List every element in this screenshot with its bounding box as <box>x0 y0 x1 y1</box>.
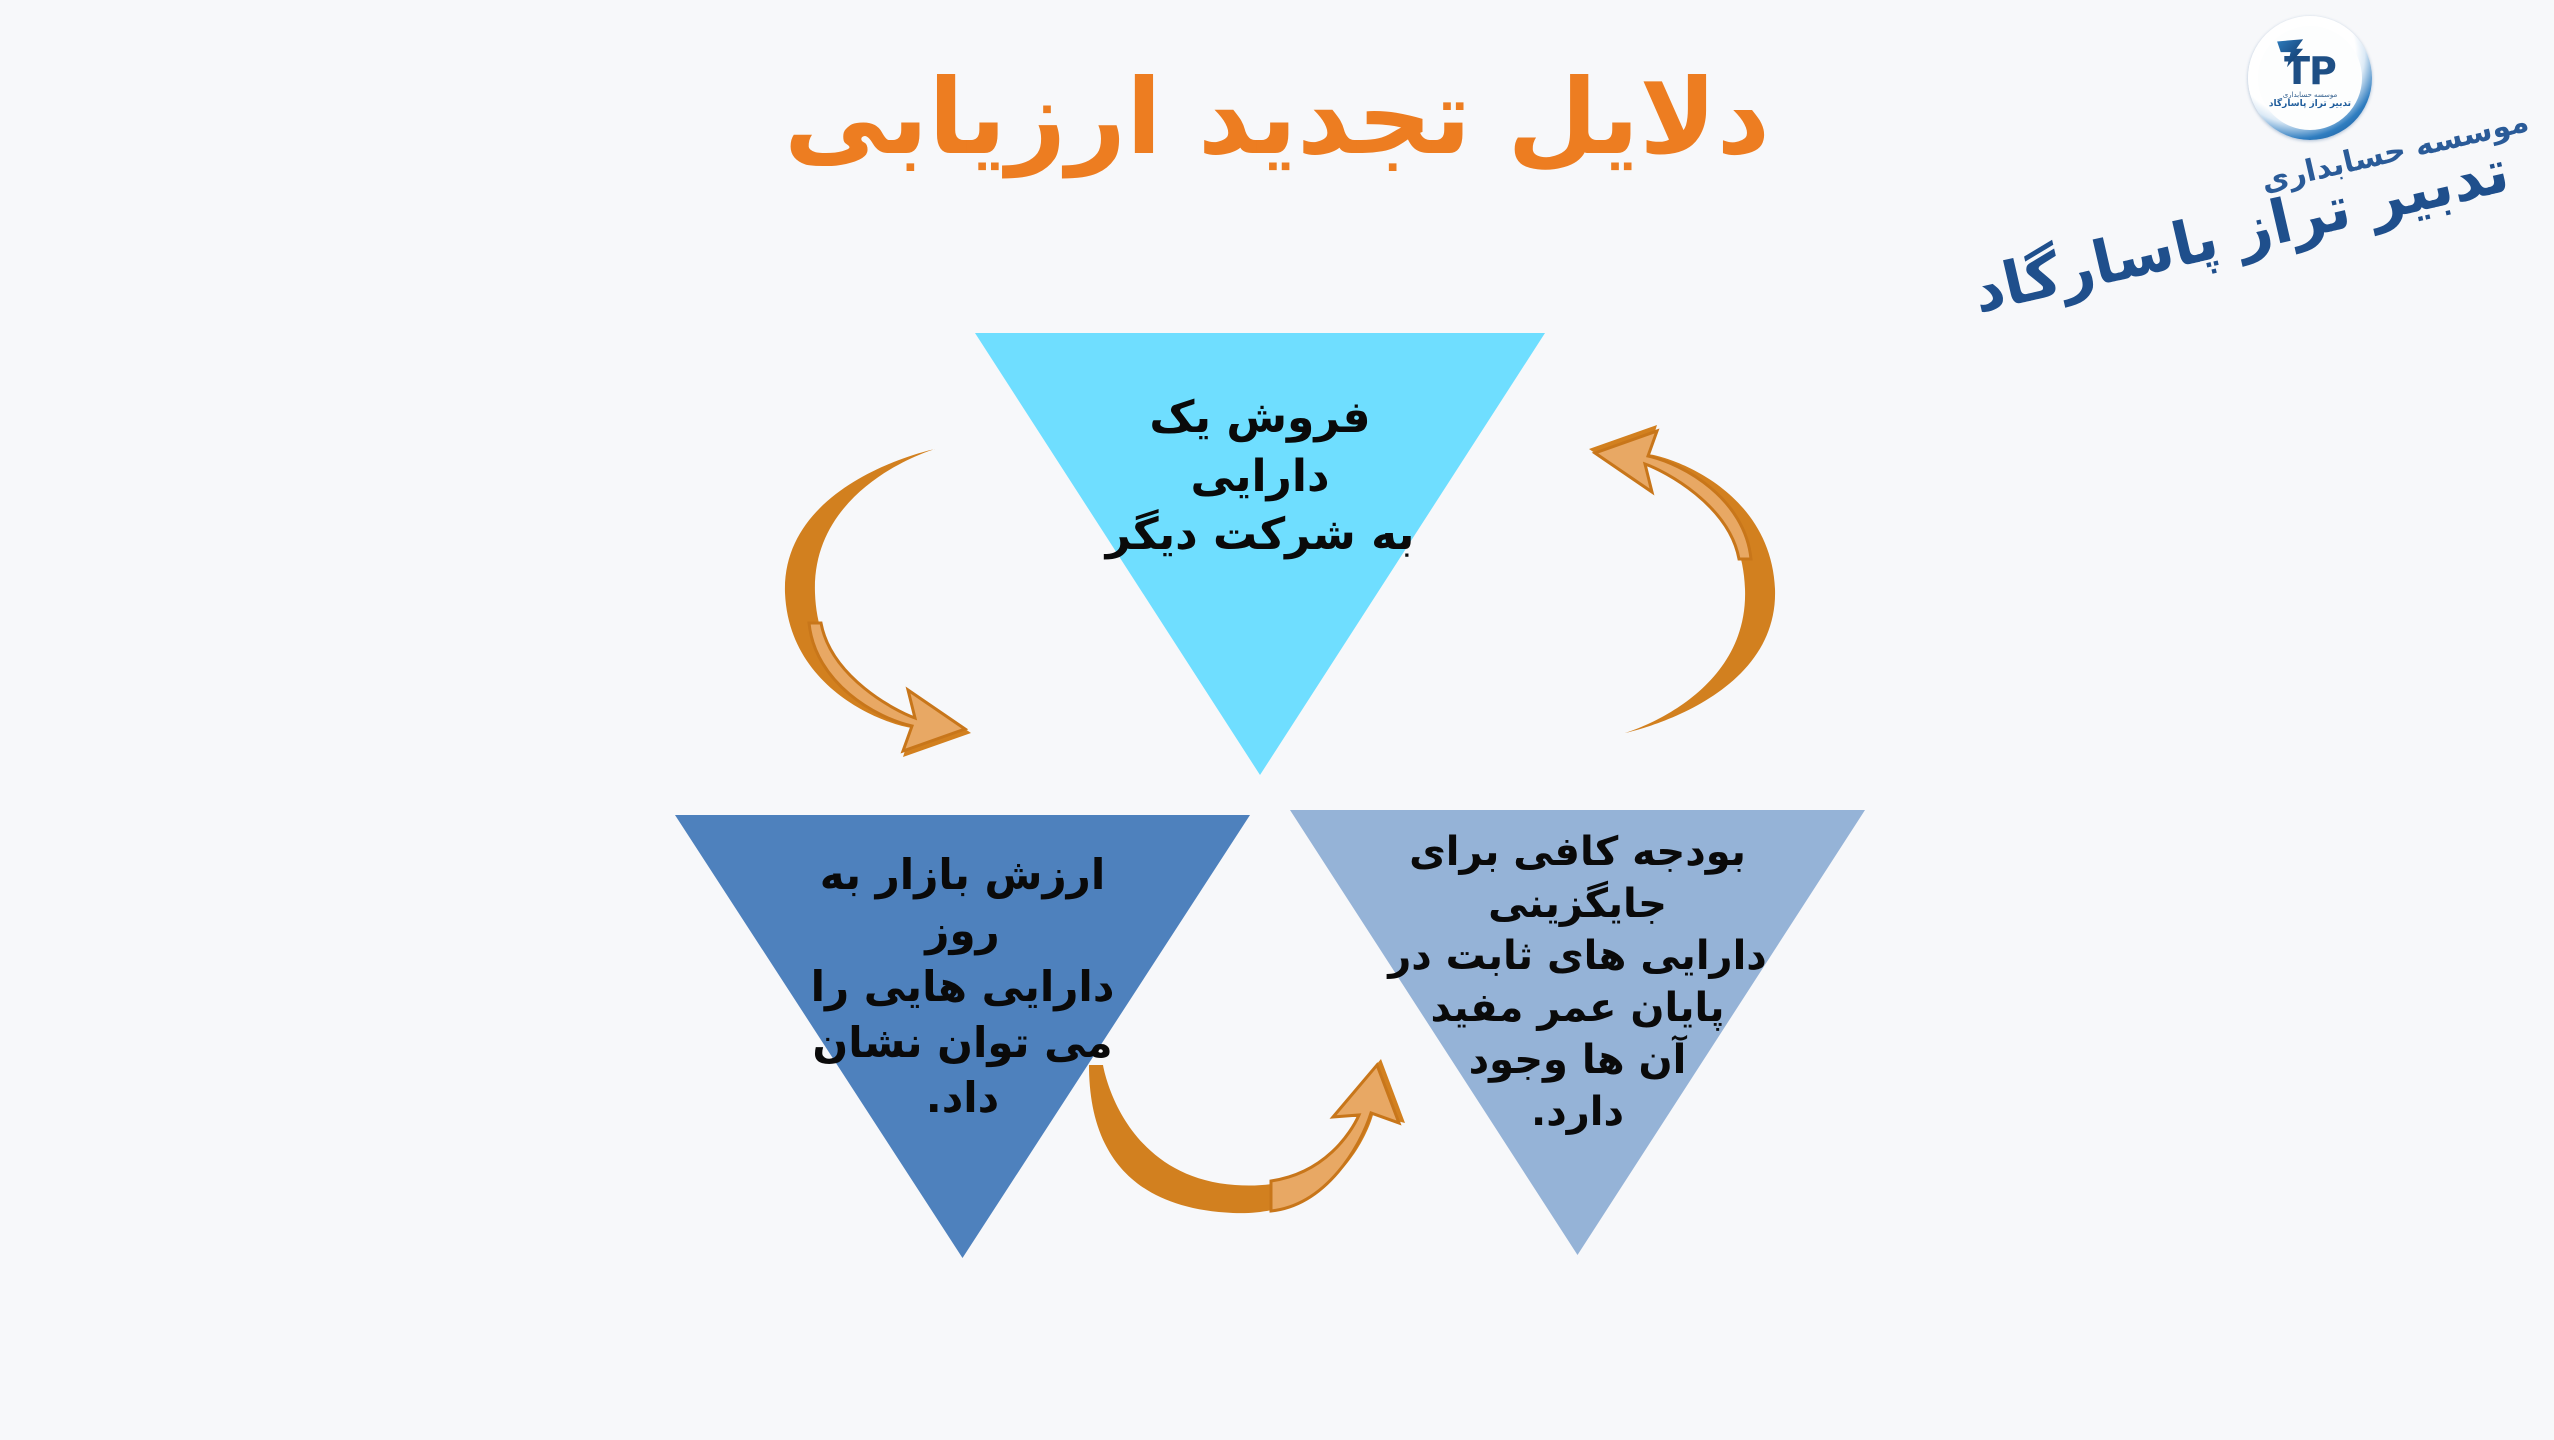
logo-subtitle-2: تدبیر تراز پاسارگاد <box>2268 98 2352 109</box>
diagram-node-top-label: فروش یک دارایی به شرکت دیگر <box>1105 392 1415 561</box>
logo-circle-icon: TP موسسه حسابداری تدبیر تراز پاسارگاد <box>2248 16 2372 140</box>
logo-subtitle-1: موسسه حسابداری <box>2282 91 2338 100</box>
cycle-arrow-right-icon <box>1589 425 1776 733</box>
diagram-node-left-label: ارزش بازار به روز دارایی هایی را می توان… <box>810 850 1115 1123</box>
page-title: دلایل تجدید ارزیابی <box>783 56 1771 178</box>
diagram-node-right-label: بودجه کافی برای جایگزینی دارایی های ثابت… <box>1388 829 1767 1135</box>
diagram-node-top[interactable]: فروش یک دارایی به شرکت دیگر <box>975 333 1545 775</box>
diagram-node-left[interactable]: ارزش بازار به روز دارایی هایی را می توان… <box>675 815 1250 1258</box>
cycle-arrow-left-icon <box>784 449 971 757</box>
company-logo: TP موسسه حسابداری تدبیر تراز پاسارگاد مو… <box>1966 8 2540 327</box>
diagram-node-right[interactable]: بودجه کافی برای جایگزینی دارایی های ثابت… <box>1290 810 1865 1255</box>
cycle-arrow-bottom-icon <box>1089 1059 1405 1214</box>
logo-inner: TP موسسه حسابداری تدبیر تراز پاسارگاد <box>2258 26 2362 130</box>
logo-letters: TP <box>2277 39 2337 90</box>
